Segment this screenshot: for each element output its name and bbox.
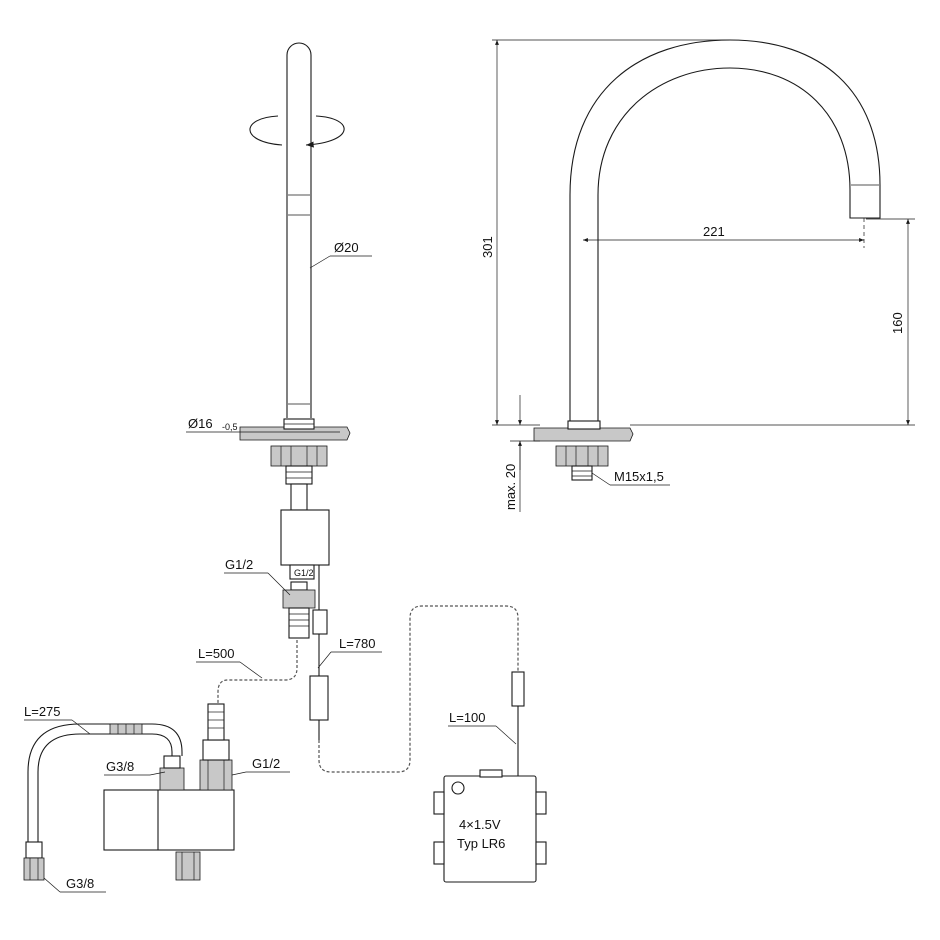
base-diameter-label: Ø16 (188, 416, 213, 431)
base-washer (239, 426, 351, 441)
hose-l500 (217, 640, 298, 708)
g12-upper-label: G1/2 (225, 557, 253, 572)
sensor-module (280, 509, 330, 566)
g12-lower-label: G1/2 (252, 756, 280, 771)
l100-label: L=100 (449, 710, 486, 725)
dimension-301-label: 301 (480, 236, 495, 258)
leader-lines (24, 255, 517, 893)
curved-spout-tube (569, 39, 881, 422)
valve-assembly (23, 703, 235, 881)
straight-spout-view: G1/2 (217, 42, 525, 778)
mixing-valve-body (103, 789, 235, 851)
cable-l780 (318, 605, 519, 773)
l275-label: L=275 (24, 704, 61, 719)
g38-upper-label: G3/8 (106, 759, 134, 774)
battery-box (433, 769, 547, 883)
battery-label-line2: Typ LR6 (457, 836, 505, 851)
curved-spout-view (492, 39, 915, 512)
l780-label: L=780 (339, 636, 376, 651)
hose-l275 (37, 733, 173, 842)
dimension-160-label: 160 (890, 312, 905, 334)
max-20-label: max. 20 (503, 464, 518, 510)
rotation-arrow-icon (249, 115, 345, 148)
spout-diameter-label: Ø20 (334, 240, 359, 255)
thread-m15-label: M15x1,5 (614, 469, 664, 484)
dimension-221-label: 221 (703, 224, 725, 239)
mounting-nut (270, 445, 328, 467)
curved-mounting-nut (555, 445, 609, 467)
g38-lower-label: G3/8 (66, 876, 94, 891)
svg-text:G1/2: G1/2 (294, 568, 314, 578)
l500-label: L=500 (198, 646, 235, 661)
battery-label-line1: 4×1.5V (459, 817, 501, 832)
spout-tube (286, 42, 312, 418)
base-tolerance-label: -0,5 (222, 422, 238, 432)
